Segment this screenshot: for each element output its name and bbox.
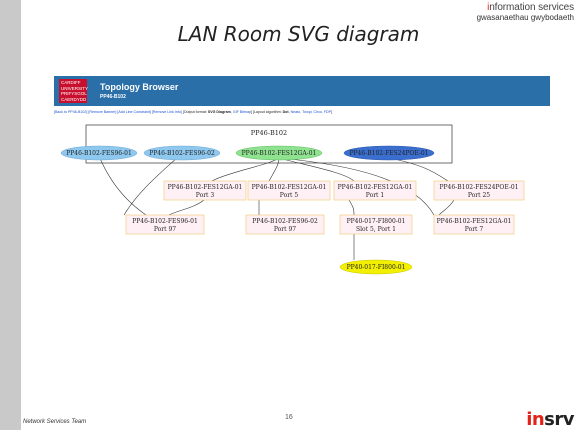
svg-text:Port 25: Port 25 bbox=[468, 192, 490, 199]
remove-banner-link[interactable]: [Remove Banner] bbox=[88, 110, 117, 114]
device-node-fes96-01[interactable]: PP46-B102-FES96-01 bbox=[60, 145, 138, 161]
port-node-fes12-port3[interactable]: PP46-B102-FES12GA-01 Port 3 bbox=[163, 180, 247, 201]
port-node-fes12-port1[interactable]: PP46-B102-FES12GA-01 Port 1 bbox=[333, 180, 417, 201]
topology-edges bbox=[98, 155, 455, 260]
device-node-fes12ga-01[interactable]: PP46-B102-FES12GA-01 bbox=[235, 145, 323, 161]
topology-toolbar: [Back to PP46-B102] [Remove Banner] [Add… bbox=[54, 110, 333, 114]
brand-line2: gwasanaethau gwybodaeth bbox=[476, 13, 574, 22]
device-node-fes96-02[interactable]: PP46-B102-FES96-02 bbox=[143, 145, 221, 161]
page-number: 16 bbox=[285, 414, 293, 421]
svg-text:PP40-017-FI800-01: PP40-017-FI800-01 bbox=[347, 218, 406, 225]
information-services-brand: information services gwasanaethau gwybod… bbox=[476, 2, 575, 23]
port-node-fes12-port7[interactable]: PP46-B102-FES12GA-01 Port 7 bbox=[433, 214, 515, 235]
slide-title: LAN Room SVG diagram bbox=[177, 22, 420, 46]
svg-text:Port 1: Port 1 bbox=[366, 192, 384, 199]
svg-text:PP46-B102-FES96-02: PP46-B102-FES96-02 bbox=[149, 150, 215, 157]
edge bbox=[268, 157, 280, 182]
layout-label: ] [Layout algorithm: bbox=[251, 110, 282, 114]
edge bbox=[388, 157, 449, 182]
edge bbox=[211, 157, 280, 182]
svg-text:PP46-B102-FES96-01: PP46-B102-FES96-01 bbox=[66, 150, 132, 157]
svg-text:PP46-B102-FES96-01: PP46-B102-FES96-01 bbox=[132, 218, 198, 225]
svg-text:PP46-B102-FES96-02: PP46-B102-FES96-02 bbox=[252, 218, 318, 225]
edge bbox=[278, 157, 355, 182]
port-node-fes12-port5[interactable]: PP46-B102-FES12GA-01 Port 5 bbox=[247, 180, 331, 201]
group-label: PP46-B102 bbox=[251, 129, 287, 137]
layout-current: Dot bbox=[282, 110, 289, 114]
svg-text:PP46-B102-FES24POE-01: PP46-B102-FES24POE-01 bbox=[439, 184, 518, 191]
svg-text:Slot 5, Port 1: Slot 5, Port 1 bbox=[356, 226, 396, 233]
edge bbox=[123, 155, 180, 216]
edge bbox=[278, 157, 435, 216]
svg-text:Port 3: Port 3 bbox=[196, 192, 215, 199]
svg-text:PP46-B102-FES24POE-01: PP46-B102-FES24POE-01 bbox=[349, 150, 428, 157]
svg-text:Port 7: Port 7 bbox=[465, 226, 484, 233]
port-node-fes96-02-port97[interactable]: PP46-B102-FES96-02 Port 97 bbox=[245, 214, 325, 235]
svg-text:Port 97: Port 97 bbox=[274, 226, 296, 233]
add-line-constraint-link[interactable]: [Add Line Constraint] bbox=[117, 110, 151, 114]
svg-text:Port 97: Port 97 bbox=[154, 226, 176, 233]
port-node-fes96-01-port97[interactable]: PP46-B102-FES96-01 Port 97 bbox=[125, 214, 205, 235]
brand-line1: nformation services bbox=[489, 2, 574, 13]
edge bbox=[168, 199, 205, 216]
layout-alternatives-links[interactable]: Neato, Twopi, Circo, FDP bbox=[290, 110, 332, 114]
brand-accent: i bbox=[487, 2, 490, 13]
output-format-gif-link[interactable]: GIF Bitmap bbox=[232, 110, 251, 114]
svg-text:PP46-B102-FES12GA-01: PP46-B102-FES12GA-01 bbox=[338, 184, 413, 191]
footer-team: Network Services Team bbox=[23, 419, 87, 425]
slide: information services gwasanaethau gwybod… bbox=[21, 0, 576, 430]
svg-text:PP46-B102-FES12GA-01: PP46-B102-FES12GA-01 bbox=[437, 218, 512, 225]
topology-subtitle: PP46-B102 bbox=[100, 94, 126, 100]
svg-text:PP46-B102-FES12GA-01: PP46-B102-FES12GA-01 bbox=[242, 150, 317, 157]
output-format-current: SVG Diagram bbox=[207, 110, 231, 114]
edge bbox=[98, 155, 147, 216]
svg-text:PP46-B102-FES12GA-01: PP46-B102-FES12GA-01 bbox=[252, 184, 327, 191]
topology-browser-screenshot: CARDIFF UNIVERSITY PRIFYSGOL CAERDYDD To… bbox=[54, 72, 550, 304]
remove-link-info-link[interactable]: [Remove Link Info] bbox=[151, 110, 182, 114]
cardiff-university-logo: CARDIFF UNIVERSITY PRIFYSGOL CAERDYDD bbox=[59, 79, 89, 103]
topology-diagram: PP46-B102 PP46-B102-FES96-01 PP46-B102-F… bbox=[60, 124, 525, 275]
topology-header: CARDIFF UNIVERSITY PRIFYSGOL CAERDYDD To… bbox=[54, 76, 550, 106]
output-format-label: [Output format: bbox=[182, 110, 207, 114]
port-node-fi800-slot5[interactable]: PP40-017-FI800-01 Slot 5, Port 1 bbox=[339, 214, 413, 235]
edge bbox=[348, 199, 355, 216]
svg-text:Port 5: Port 5 bbox=[280, 192, 299, 199]
svg-text:PP40-017-FI800-01: PP40-017-FI800-01 bbox=[347, 264, 406, 271]
svg-text:PP46-B102-FES12GA-01: PP46-B102-FES12GA-01 bbox=[168, 184, 243, 191]
device-node-fi800[interactable]: PP40-017-FI800-01 bbox=[339, 259, 413, 275]
insrv-logo: insrv bbox=[526, 409, 574, 430]
device-node-fes24poe-01[interactable]: PP46-B102-FES24POE-01 bbox=[343, 145, 435, 161]
back-link[interactable]: [Back to PP46-B102] bbox=[54, 110, 88, 114]
group-box bbox=[85, 124, 453, 164]
port-node-fes24-port25[interactable]: PP46-B102-FES24POE-01 Port 25 bbox=[433, 180, 525, 201]
edge bbox=[438, 199, 455, 216]
topology-title: Topology Browser bbox=[100, 82, 179, 92]
